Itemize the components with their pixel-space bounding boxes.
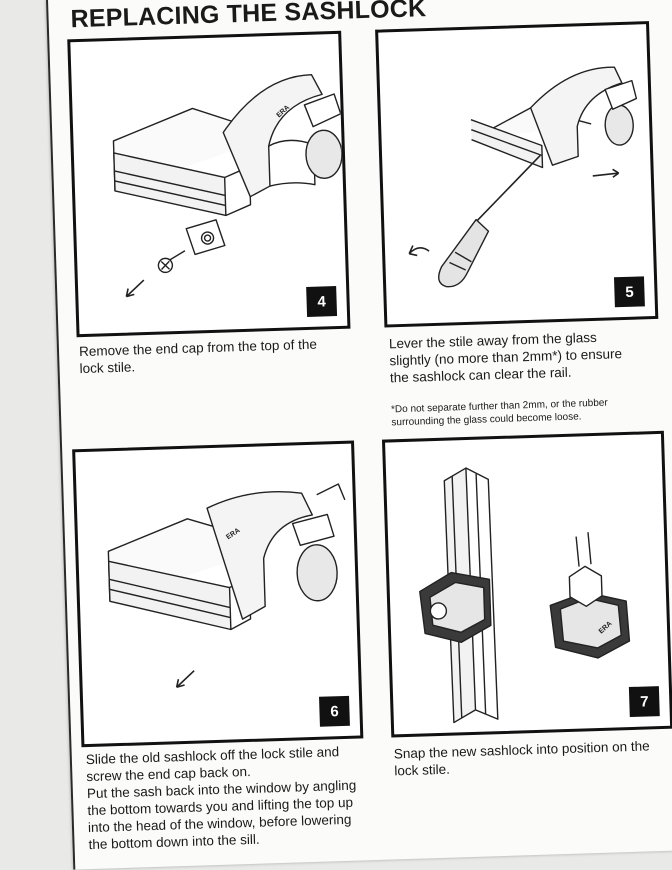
step-4-caption: Remove the end cap from the top of the l… [78,336,318,377]
step-6-caption: Slide the old sashlock off the lock stil… [86,743,361,853]
instruction-page: REPLACING THE SASHLOCK ERA [46,0,672,870]
snap-new-sashlock-drawing: ERA [419,467,631,724]
step-number-badge: 5 [613,276,645,308]
lever-stile-screwdriver-drawing [408,66,638,288]
step-number-badge: 7 [628,686,660,718]
sashlock-end-cap-drawing: ERA [112,73,343,298]
step-7-caption: Snap the new sashlock into position on t… [393,738,650,779]
slide-off-sashlock-drawing: ERA [107,483,346,689]
page-title: REPLACING THE SASHLOCK [70,0,427,34]
step-7-illustration: ERA 7 [381,430,672,738]
step-6-caption-line-2: Put the sash back into the window by ang… [86,777,357,853]
step-6-illustration: ERA 6 [72,440,364,748]
step-number-badge: 6 [319,695,350,727]
step-number-badge: 4 [306,286,338,317]
step-5-caption: Lever the stile away from the glass slig… [388,329,623,386]
step-5-illustration: 5 [375,21,659,328]
step-5-footnote: *Do not separate further than 2mm, or th… [390,397,608,429]
step-4-illustration: ERA 4 [67,30,351,338]
